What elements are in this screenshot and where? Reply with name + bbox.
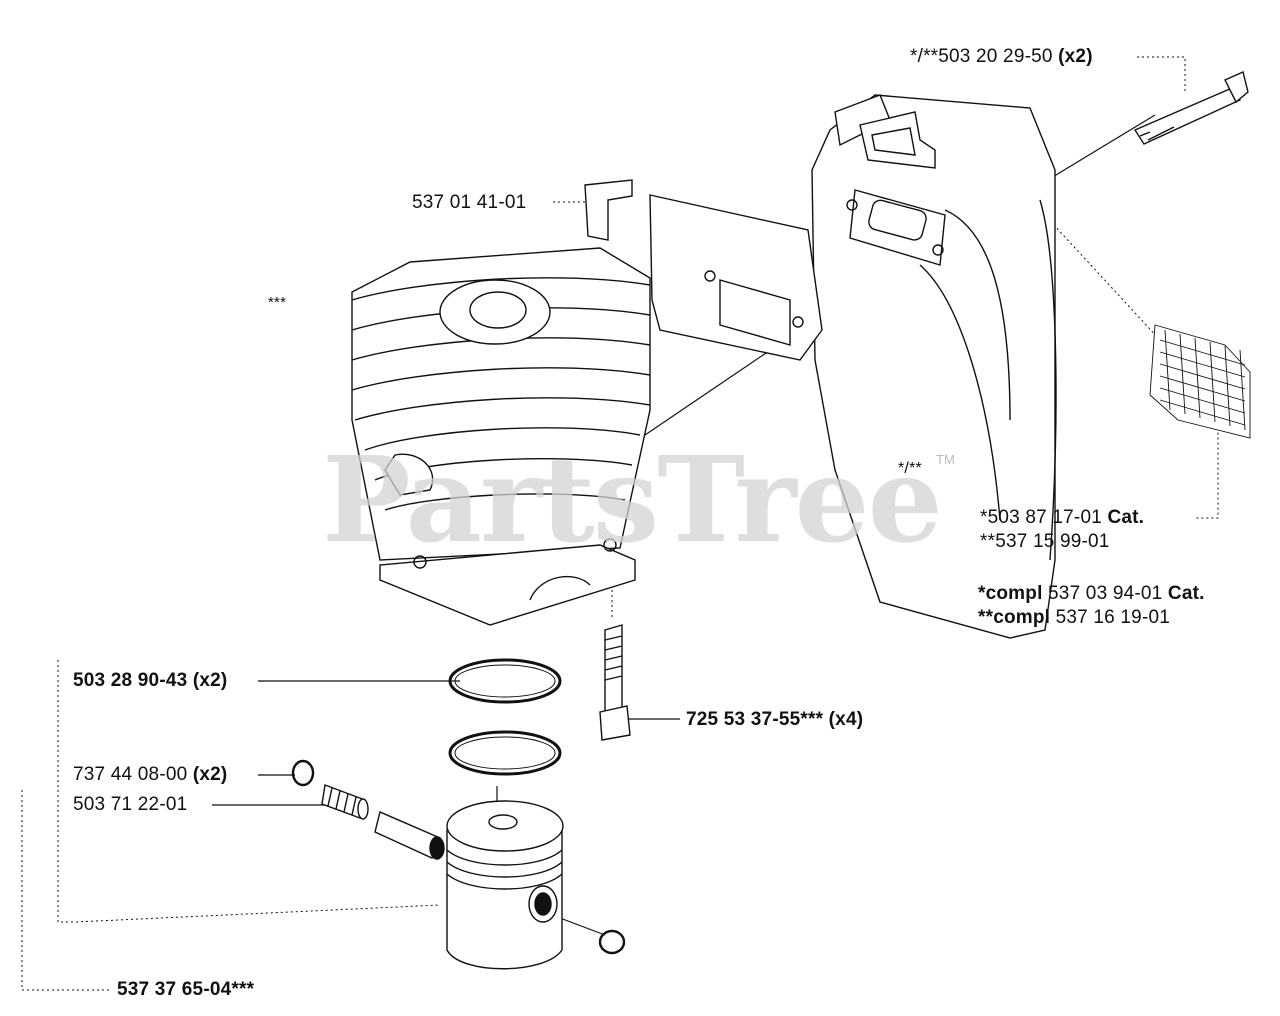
label-muffler-mark: */** (898, 460, 922, 477)
piston-pin (374, 811, 445, 860)
label-cylinder-mark: *** (268, 294, 287, 311)
part-number: 537 16 19-01 (1055, 607, 1171, 628)
label-cylinder-screws[interactable]: 725 53 37-55*** (x4) (686, 709, 864, 730)
label-needle-bearing[interactable]: 503 71 22-01 (73, 794, 188, 815)
cylinder (351, 247, 651, 626)
piston (446, 800, 564, 970)
label-gasket[interactable]: 537 01 41-01 (412, 192, 527, 213)
part-number: *503 87 17-01 (980, 507, 1102, 528)
label-piston-rings[interactable]: 503 28 90-43 (x2) (73, 670, 228, 691)
spark-screen (1149, 324, 1251, 439)
label-circlip[interactable]: 737 44 08-00 (x2) (73, 764, 227, 786)
needle-bearing (321, 784, 369, 820)
circlips (291, 759, 626, 955)
label-bolt-top[interactable]: */**503 20 29-50 (x2) (910, 46, 1093, 68)
quantity: (x2) (192, 764, 228, 785)
compl-prefix: **compl (978, 607, 1051, 628)
label-screen-2[interactable]: **537 15 99-01 (980, 531, 1110, 552)
label-screen-1[interactable]: *503 87 17-01 Cat. (980, 507, 1144, 529)
piston-rings (448, 658, 562, 776)
compl-prefix: *compl (978, 583, 1043, 604)
part-number: 737 44 08-00 (73, 764, 188, 785)
label-piston-kit[interactable]: 537 37 65-04*** (117, 979, 255, 1000)
label-compl-1[interactable]: *compl 537 03 94-01 Cat. (978, 583, 1205, 605)
cylinder-screw (599, 624, 631, 741)
catalog-suffix: Cat. (1107, 507, 1145, 528)
leader-lines (21, 56, 1219, 991)
part-number: */**503 20 29-50 (910, 46, 1053, 67)
part-number: 537 03 94-01 (1048, 583, 1163, 604)
bolt-top (1133, 71, 1249, 145)
watermark: PartsTree (322, 430, 943, 569)
muffler (811, 94, 1057, 639)
quantity: (x2) (1058, 46, 1093, 67)
watermark-trademark: TM (936, 452, 955, 467)
label-compl-2[interactable]: **compl 537 16 19-01 (978, 607, 1170, 629)
catalog-suffix: Cat. (1167, 583, 1205, 604)
gasket (584, 179, 823, 361)
